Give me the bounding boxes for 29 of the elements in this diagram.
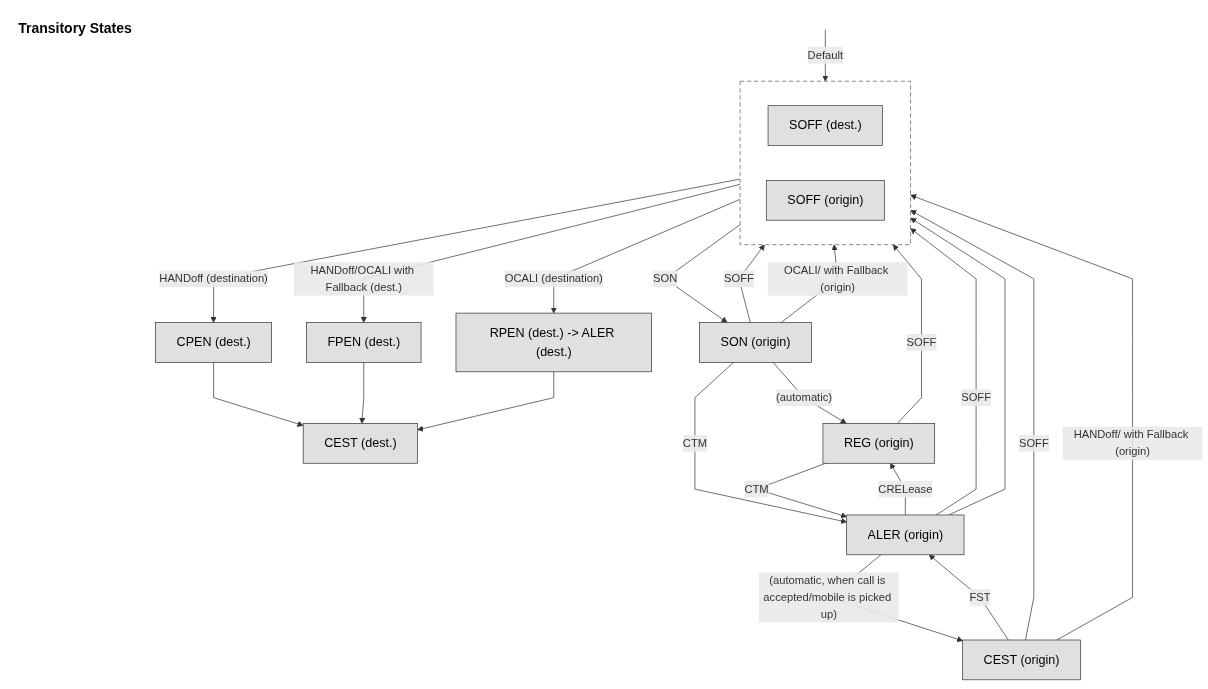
edge-label: (automatic, when call is accepted/mobile is picked up) — [763, 574, 892, 621]
node-box: RPEN (dest.) -> ALER (dest.) — [455, 313, 652, 373]
edge-label: SOFF — [1018, 437, 1049, 450]
node-box: CPEN (dest.) — [155, 322, 272, 363]
edge-label: (automatic) — [776, 391, 833, 404]
edge-label: SOFF — [724, 272, 754, 285]
node-box: FPEN (dest.) — [306, 322, 422, 363]
edge-label: OCALI/ with Fallback (origin) — [783, 264, 889, 294]
edge-label: CTM — [744, 483, 769, 496]
edge-label: SOFF — [906, 336, 937, 349]
node-box: REG (origin) — [822, 423, 936, 464]
node-box: ALER (origin) — [846, 514, 965, 556]
note-text: Transitory States — [17, 20, 133, 36]
node-box: SOFF (dest.) — [767, 105, 883, 147]
edge-label: HANDoff/ with Fallback (origin) — [1073, 429, 1189, 458]
node-box: SON (origin) — [699, 322, 812, 363]
edge-label: Default — [807, 49, 844, 62]
edge-label: FST — [969, 591, 991, 604]
edge-label: CTM — [682, 437, 708, 450]
edge-label: HANDoff/OCALI with Fallback (dest.) — [310, 264, 414, 294]
edge-label: CRELease — [878, 483, 933, 496]
edge-label: SOFF — [961, 391, 991, 404]
node-box: CEST (dest.) — [302, 423, 418, 464]
edge-label: SON — [653, 272, 678, 285]
edge-label: OCALI (destination) — [504, 272, 603, 285]
edge-label: HANDoff (destination) — [159, 272, 268, 285]
cluster — [739, 81, 911, 246]
node-box: SOFF (origin) — [765, 180, 885, 221]
node-box: CEST (origin) — [962, 639, 1081, 681]
